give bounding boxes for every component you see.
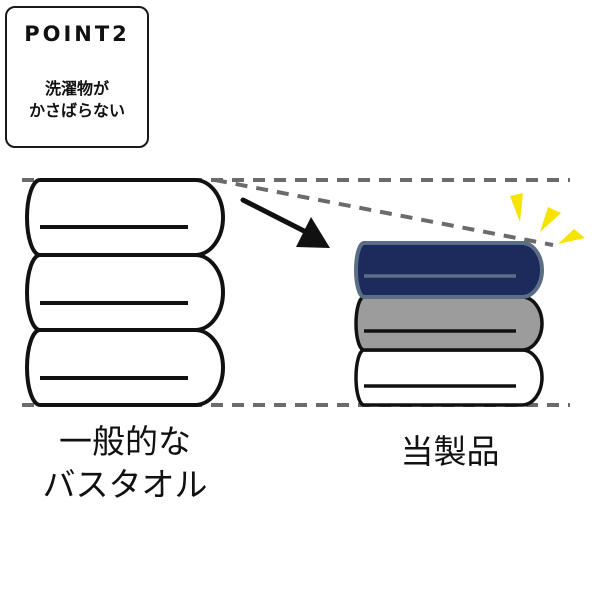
- point-badge: POINT2 洗濯物が かさばらない: [5, 6, 149, 148]
- ordinary-towel-label-line-1: 一般的な: [59, 422, 191, 461]
- ordinary-towel-bottom: [25, 328, 225, 407]
- point-title: POINT2: [24, 22, 130, 46]
- slope-dashed-line: [214, 178, 554, 247]
- point-caption: 洗濯物が かさばらない: [7, 78, 147, 122]
- product-towel-white: [354, 348, 544, 407]
- ordinary-towel-top: [25, 178, 225, 257]
- ordinary-towel-label: 一般的な バスタオル: [30, 420, 220, 506]
- product-label: 当製品: [400, 432, 500, 471]
- point-caption-line-1: 洗濯物が: [44, 79, 109, 98]
- ordinary-towel-middle: [25, 253, 225, 332]
- ordinary-towel-label-line-2: バスタオル: [42, 465, 208, 504]
- arrow-down-right-icon: [240, 197, 330, 248]
- product-towel-navy: [354, 241, 544, 299]
- spark-burst-icon: [510, 193, 585, 244]
- point-caption-line-2: かさばらない: [28, 101, 125, 120]
- product-towel-stack: [354, 241, 544, 407]
- product-towel-gray: [354, 295, 544, 352]
- ordinary-towel-stack: [25, 178, 225, 407]
